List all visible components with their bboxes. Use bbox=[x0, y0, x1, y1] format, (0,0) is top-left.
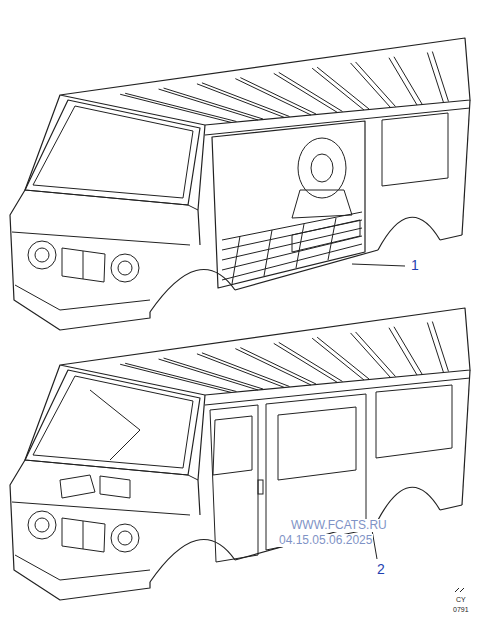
roof-rib bbox=[279, 72, 343, 111]
roof-rib bbox=[432, 322, 448, 372]
side-opening bbox=[212, 121, 365, 288]
roof-rib bbox=[312, 68, 364, 110]
callout-number: 2 bbox=[376, 562, 386, 577]
roof-rib bbox=[159, 359, 258, 390]
front-panel-line bbox=[12, 232, 190, 245]
watermark: WWW.FCATS.RU bbox=[290, 519, 388, 532]
van-body bbox=[10, 38, 470, 330]
grille-opening bbox=[62, 518, 105, 552]
roof-rib bbox=[312, 338, 364, 380]
roof-rib bbox=[274, 343, 338, 382]
roof-rib bbox=[235, 349, 311, 385]
windshield-frame bbox=[25, 370, 200, 475]
rear-wheel-arch bbox=[378, 217, 440, 250]
front-panel-line bbox=[12, 502, 190, 515]
roof-rib bbox=[389, 58, 417, 105]
roof-rib bbox=[274, 73, 338, 112]
side-top-line bbox=[205, 108, 470, 135]
figure-code: CY bbox=[455, 596, 467, 604]
front-outline bbox=[10, 365, 150, 600]
bumper-line bbox=[15, 285, 150, 310]
grille-opening bbox=[62, 248, 105, 282]
roof-rib bbox=[120, 364, 231, 392]
floor-crossmember bbox=[296, 224, 304, 268]
floor-crossmember bbox=[232, 236, 240, 284]
sill bbox=[235, 250, 378, 290]
roof-rib bbox=[356, 332, 396, 377]
roof-rib bbox=[202, 353, 290, 387]
roof-rib bbox=[240, 348, 316, 384]
headlamp bbox=[118, 531, 132, 545]
roof-rib bbox=[125, 363, 236, 391]
callout-number: 1 bbox=[410, 258, 420, 273]
roof-rib bbox=[120, 94, 231, 122]
floor-box bbox=[292, 220, 360, 252]
roof-rib bbox=[279, 342, 343, 381]
rear-edge bbox=[462, 100, 470, 235]
roof-rib bbox=[389, 328, 417, 375]
van-body bbox=[10, 308, 470, 600]
watermark: 04.15.05.06.2025 bbox=[278, 534, 373, 547]
roof-rib bbox=[356, 62, 396, 107]
figure-code: 0791 bbox=[452, 606, 470, 614]
grille-bar bbox=[83, 521, 84, 549]
headlamp bbox=[28, 241, 56, 269]
roof-rib bbox=[240, 78, 316, 114]
windshield-inner bbox=[33, 106, 193, 198]
spare-wheel bbox=[311, 154, 333, 182]
front-door bbox=[210, 405, 258, 562]
roof-rib bbox=[202, 83, 290, 117]
roof-rib bbox=[351, 333, 391, 378]
sill bbox=[440, 505, 462, 510]
spare-wheel bbox=[298, 138, 346, 198]
headlamp bbox=[28, 511, 56, 539]
a-pillar bbox=[198, 395, 205, 515]
headlamp bbox=[35, 248, 49, 262]
headlamp bbox=[111, 254, 139, 282]
publisher-mark bbox=[455, 588, 464, 592]
roof-rib bbox=[235, 79, 311, 115]
roof-rib bbox=[197, 84, 285, 118]
roof-rib bbox=[317, 337, 369, 379]
floor-crossmember bbox=[264, 230, 272, 276]
grille-bar bbox=[83, 251, 84, 279]
roof-rib bbox=[125, 93, 236, 121]
interior-frame bbox=[90, 390, 140, 460]
roof-rib bbox=[351, 63, 391, 108]
wheelhouse bbox=[292, 190, 352, 218]
headlamp bbox=[35, 518, 49, 532]
roof-rib bbox=[159, 89, 258, 120]
windshield-inner bbox=[33, 376, 193, 468]
rear-edge bbox=[462, 370, 470, 505]
cowl bbox=[25, 460, 198, 480]
cowl bbox=[25, 190, 198, 210]
leader-line bbox=[352, 264, 405, 266]
door-handle bbox=[258, 480, 263, 494]
roof-rib bbox=[394, 57, 422, 104]
door-window bbox=[213, 416, 252, 475]
sill bbox=[440, 235, 462, 240]
roof-rib bbox=[432, 52, 448, 102]
windshield-frame bbox=[25, 100, 200, 205]
headlamp bbox=[111, 524, 139, 552]
a-pillar bbox=[198, 125, 205, 245]
side-window bbox=[382, 113, 448, 186]
side-window bbox=[278, 407, 356, 480]
front-wheel-arch bbox=[150, 270, 235, 312]
rear-wheel-arch bbox=[378, 487, 440, 520]
floor-crossmember bbox=[328, 218, 336, 260]
roof-rib bbox=[317, 67, 369, 109]
roof-rib bbox=[394, 327, 422, 374]
bonnet-vent bbox=[60, 475, 95, 498]
side-top-line bbox=[205, 378, 470, 405]
bumper-line bbox=[15, 555, 150, 580]
roof-rib bbox=[197, 354, 285, 388]
side-window bbox=[376, 385, 452, 458]
headlamp bbox=[118, 261, 132, 275]
front-outline bbox=[10, 95, 150, 330]
bonnet-vent bbox=[100, 476, 130, 498]
